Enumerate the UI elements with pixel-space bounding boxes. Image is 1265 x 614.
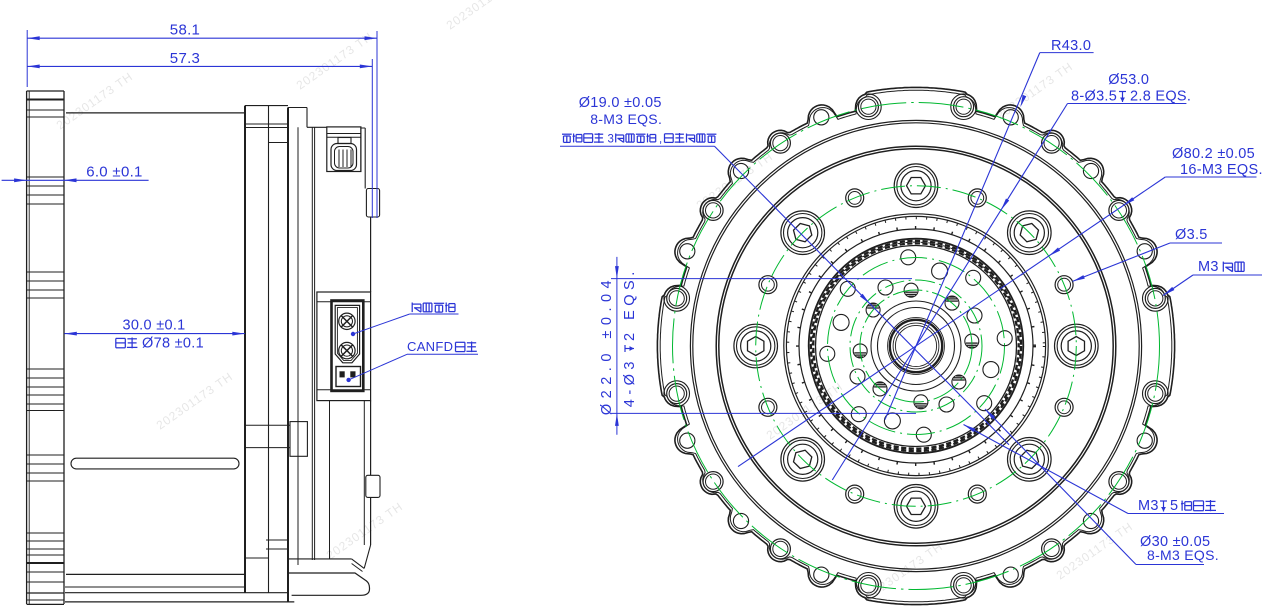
svg-text:,: ,: [659, 134, 663, 146]
svg-text:58.1: 58.1: [170, 22, 200, 39]
svg-text:R43.0: R43.0: [1051, 38, 1091, 54]
svg-text:3: 3: [608, 134, 615, 146]
svg-text:4-Ø3: 4-Ø3: [622, 357, 638, 407]
svg-text:CANFD: CANFD: [407, 339, 453, 354]
svg-text:8-Ø3.5: 8-Ø3.5: [1071, 89, 1117, 105]
svg-text:2.8 EQS.: 2.8 EQS.: [1130, 89, 1191, 105]
svg-text:8-M3 EQS.: 8-M3 EQS.: [590, 111, 662, 127]
svg-text:M3: M3: [1138, 498, 1159, 514]
svg-text:Ø78 ±0.1: Ø78 ±0.1: [142, 336, 204, 352]
svg-text:Ø80.2 ±0.05: Ø80.2 ±0.05: [1172, 146, 1255, 162]
svg-text:Ø30 ±0.05: Ø30 ±0.05: [1140, 534, 1210, 550]
svg-text:16-M3 EQS.: 16-M3 EQS.: [1180, 162, 1263, 178]
svg-text:Ø22.0 ±0.04: Ø22.0 ±0.04: [599, 275, 615, 415]
svg-text:M3: M3: [1198, 259, 1219, 275]
svg-text:30.0 ±0.1: 30.0 ±0.1: [122, 318, 185, 334]
svg-text:Ø19.0 ±0.05: Ø19.0 ±0.05: [579, 95, 662, 111]
svg-text:5: 5: [1170, 498, 1178, 514]
svg-text:6.0 ±0.1: 6.0 ±0.1: [86, 163, 143, 180]
svg-text:Ø53.0: Ø53.0: [1108, 72, 1149, 88]
svg-text:57.3: 57.3: [170, 50, 200, 67]
svg-text:2 EQS.: 2 EQS.: [622, 267, 638, 341]
svg-text:8-M3 EQS.: 8-M3 EQS.: [1147, 547, 1219, 563]
svg-text:Ø3.5: Ø3.5: [1175, 227, 1208, 243]
